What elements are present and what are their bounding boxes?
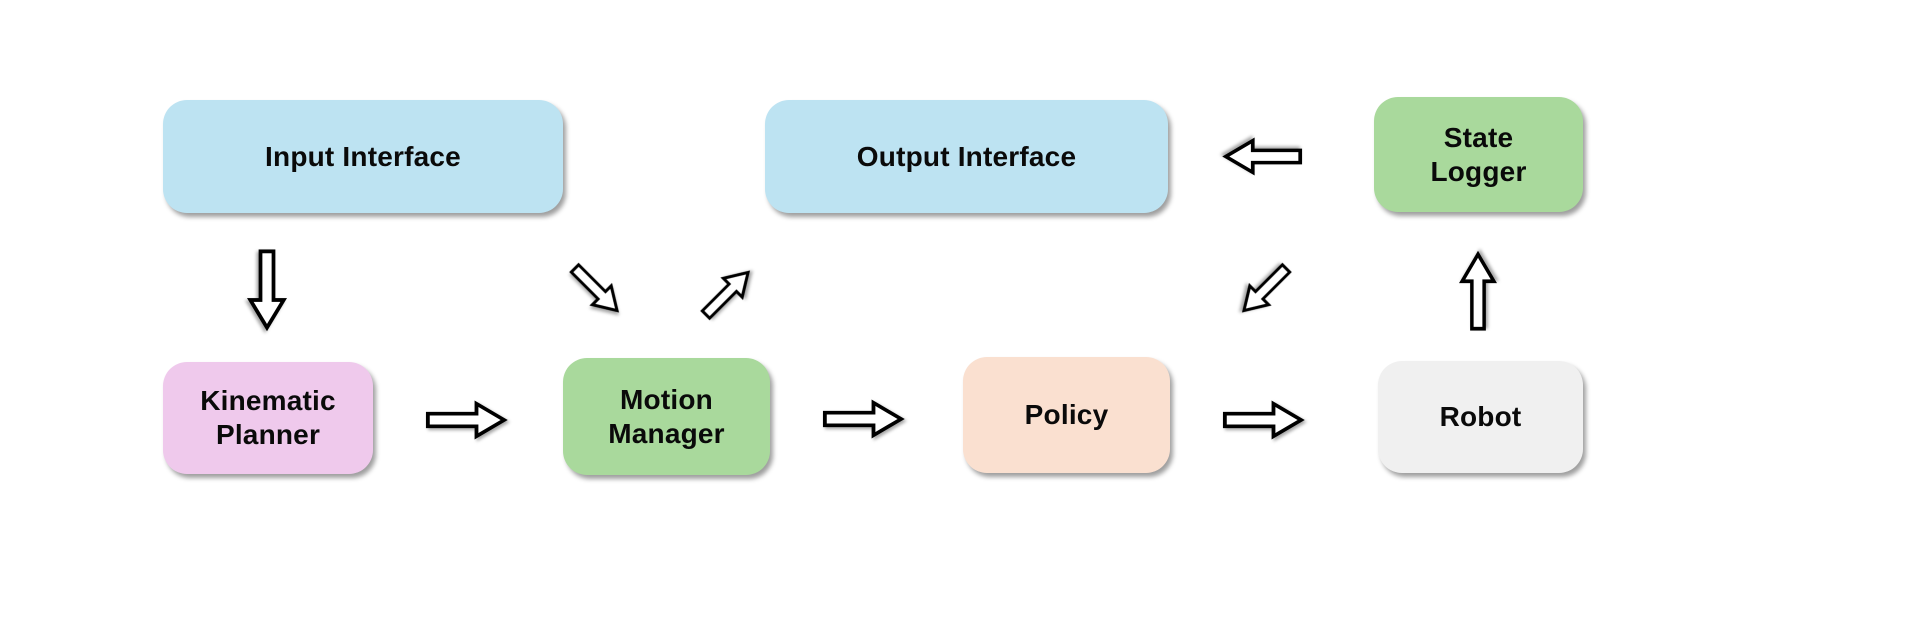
node-motion-manager-label: Motion Manager	[608, 383, 725, 449]
arrow-robot-to-state-logger-icon	[1458, 250, 1498, 332]
node-input-interface-label: Input Interface	[265, 140, 461, 172]
arrow-state-logger-to-output-interface-icon	[1222, 137, 1303, 176]
arrow-policy-to-robot-icon	[1222, 400, 1305, 440]
arrow-kinematic-planner-to-motion-manager-icon	[425, 400, 508, 440]
node-output-interface-label: Output Interface	[856, 140, 1077, 172]
node-robot-label: Robot	[1439, 401, 1522, 433]
arrow-motion-manager-to-policy-icon	[822, 399, 905, 439]
arrow-input-interface-to-kinematic-planner-icon	[246, 249, 288, 332]
node-policy: Policy	[963, 357, 1170, 473]
arrow-state-logger-to-policy-icon	[1231, 256, 1298, 323]
arrow-input-interface-to-motion-manager-icon	[562, 256, 629, 323]
node-policy-label: Policy	[1024, 399, 1109, 431]
node-state-logger: State Logger	[1374, 97, 1583, 212]
node-state-logger-label: State Logger	[1430, 121, 1527, 187]
node-motion-manager: Motion Manager	[563, 358, 770, 475]
node-output-interface: Output Interface	[765, 100, 1168, 213]
node-robot: Robot	[1378, 361, 1583, 473]
node-input-interface: Input Interface	[163, 100, 563, 213]
node-kinematic-planner: Kinematic Planner	[163, 362, 373, 474]
node-kinematic-planner-label: Kinematic Planner	[200, 385, 336, 450]
arrow-motion-manager-to-output-interface-icon	[693, 260, 760, 327]
